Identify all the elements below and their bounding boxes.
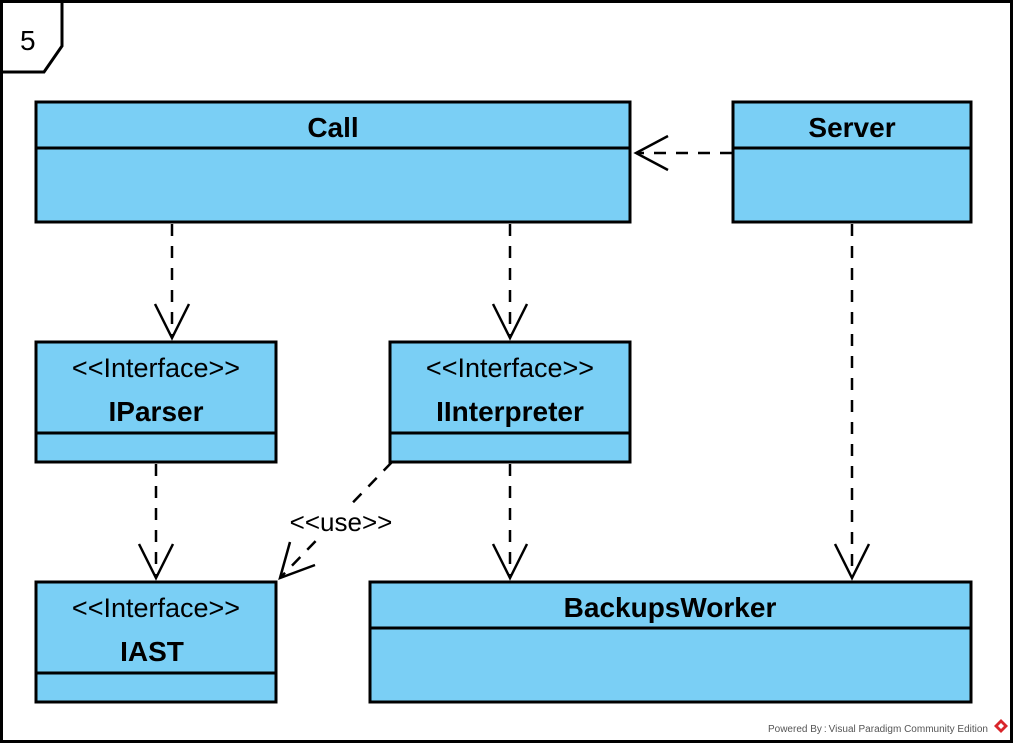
class-iinterpreter[interactable]: <<Interface>> IInterpreter [388, 340, 632, 464]
class-iast[interactable]: <<Interface>> IAST [34, 580, 278, 704]
open-arrowhead [491, 303, 529, 341]
use-label: <<use>> [290, 507, 393, 537]
class-name-backupsworker: BackupsWorker [564, 592, 777, 623]
open-arrowhead [491, 543, 529, 581]
stereotype-iinterpreter: <<Interface>> [426, 353, 594, 383]
open-arrowhead [278, 541, 316, 581]
open-arrowhead [153, 303, 191, 341]
class-server[interactable]: Server [731, 100, 973, 224]
frame-tab [1, 1, 64, 74]
class-name-iparser: IParser [109, 396, 204, 427]
stereotype-iparser: <<Interface>> [72, 353, 240, 383]
open-arrowhead [137, 543, 175, 581]
dependency-server-call[interactable] [633, 134, 732, 172]
dependency-call-iparser[interactable] [153, 224, 191, 341]
class-name-call: Call [307, 112, 358, 143]
class-backupsworker[interactable]: BackupsWorker [368, 580, 973, 704]
dependency-call-iinterpreter[interactable] [491, 224, 529, 341]
dependency-iparser-iast[interactable] [137, 464, 175, 581]
class-name-iinterpreter: IInterpreter [436, 396, 584, 427]
open-arrowhead [633, 134, 669, 172]
dependency-iinterpreter-iast-use[interactable] [278, 461, 393, 581]
class-name-server: Server [808, 112, 895, 143]
class-name-iast: IAST [120, 636, 184, 667]
stereotype-iast: <<Interface>> [72, 593, 240, 623]
dependency-server-backupsworker[interactable] [833, 224, 871, 581]
use-label-bg [272, 506, 410, 538]
frame-label: 5 [20, 25, 36, 56]
watermark-text: Powered By : Visual Paradigm Community E… [768, 724, 988, 735]
dependency-iinterpreter-backupsworker[interactable] [491, 464, 529, 581]
class-call[interactable]: Call [34, 100, 632, 224]
visual-paradigm-logo-icon [994, 719, 1008, 733]
open-arrowhead [833, 543, 871, 581]
class-iparser[interactable]: <<Interface>> IParser [34, 340, 278, 464]
